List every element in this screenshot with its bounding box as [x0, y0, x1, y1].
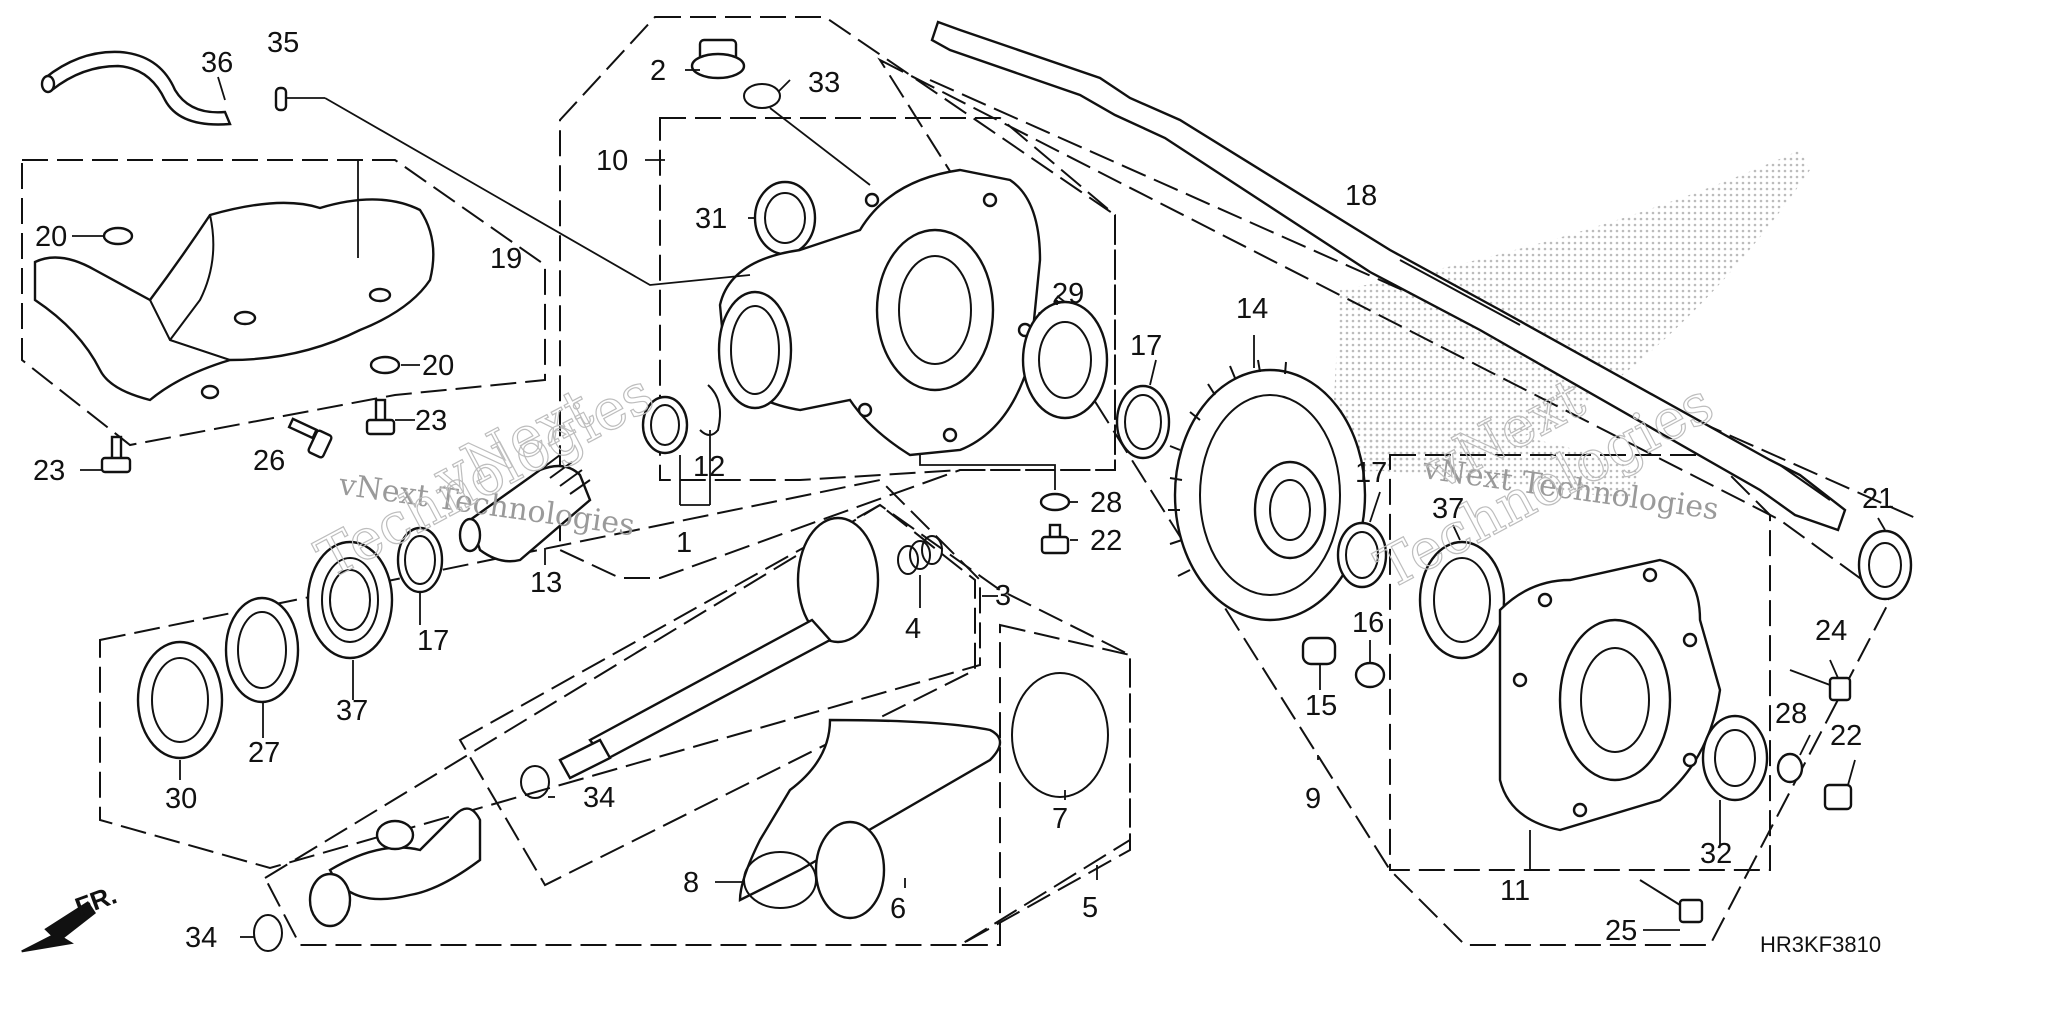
part-19-skid-plate: [33, 198, 435, 402]
part-29-bearing: [1021, 300, 1109, 420]
callout-8: 8: [683, 867, 699, 899]
callout-30: 30: [165, 783, 197, 815]
callout-4: 4: [905, 613, 921, 645]
callout-7: 7: [1052, 803, 1068, 835]
callout-1: 1: [676, 527, 692, 559]
callout-19: 19: [490, 243, 522, 275]
callout-23-left: 23: [33, 455, 65, 487]
front-direction-arrow: FR.: [21, 879, 121, 953]
callout-10: 10: [596, 145, 628, 177]
callout-2: 2: [650, 55, 666, 87]
callout-32: 32: [1700, 838, 1732, 870]
part-3-propeller-shaft: [558, 516, 880, 780]
callout-36: 36: [201, 47, 233, 79]
callout-labels: 36 35 20 19 20 23 23 26 2 33 10 31 29 17…: [33, 27, 1894, 954]
callout-17-top: 17: [1130, 330, 1162, 362]
callout-3: 3: [995, 580, 1011, 612]
callout-26: 26: [253, 445, 285, 477]
part-22-bolt-right: [1823, 783, 1853, 811]
callout-34-lower: 34: [185, 922, 217, 954]
callout-5: 5: [1082, 892, 1098, 924]
part-36-breather-hose: [40, 50, 232, 126]
part-1-needle-bearing: [641, 395, 689, 455]
callout-29: 29: [1052, 278, 1084, 310]
part-18-drive-shaft: [930, 20, 1847, 532]
part-12-circlip: [699, 384, 721, 436]
callout-9: 9: [1305, 783, 1321, 815]
front-label: FR.: [71, 879, 121, 922]
part-34-o-ring-upper: [520, 765, 550, 799]
callout-18: 18: [1345, 180, 1377, 212]
callout-34-upper: 34: [583, 782, 615, 814]
callout-37-left: 37: [336, 695, 368, 727]
part-22-bolt: [1040, 523, 1070, 555]
part-32-oil-seal: [1701, 714, 1769, 802]
part-16-washer: [1354, 661, 1386, 689]
callout-13: 13: [530, 567, 562, 599]
part-5-universal-joint: [308, 807, 482, 928]
callout-22-right: 22: [1830, 720, 1862, 752]
callout-22-upper: 22: [1090, 525, 1122, 557]
part-6-boot: [738, 718, 1002, 920]
callout-37-right: 37: [1432, 493, 1464, 525]
part-17-shim-middle: [1115, 384, 1171, 460]
part-37-bearing-right: [1418, 540, 1506, 660]
part-26-bolt: [287, 417, 333, 459]
part-28-washer: [1039, 492, 1071, 512]
part-7-boot-band: [1011, 672, 1109, 798]
callout-24: 24: [1815, 615, 1847, 647]
callout-15: 15: [1305, 690, 1337, 722]
part-35-clip: [274, 86, 288, 112]
halftone-watermark: [1330, 150, 1810, 500]
leader-lines: [72, 69, 1886, 938]
part-13-pinion-gear: [458, 454, 592, 563]
callout-14: 14: [1236, 293, 1268, 325]
part-28-washer-right: [1776, 752, 1804, 784]
part-24-bolt: [1789, 669, 1852, 702]
part-37-bearing-left: [306, 540, 394, 660]
callout-27: 27: [248, 737, 280, 769]
part-4-spring: [897, 535, 943, 575]
callout-20-upper: 20: [35, 221, 67, 253]
callout-17-left: 17: [417, 625, 449, 657]
part-15-dowel-pin: [1301, 636, 1337, 666]
part-30-oil-seal: [136, 640, 224, 760]
callout-11: 11: [1500, 875, 1530, 907]
part-8-boot-band: [743, 851, 817, 909]
callout-33: 33: [808, 67, 840, 99]
callout-31: 31: [695, 203, 727, 235]
callout-25: 25: [1605, 915, 1637, 947]
part-31-oil-seal: [753, 180, 817, 256]
callout-21: 21: [1862, 483, 1894, 515]
callout-28-right: 28: [1775, 698, 1807, 730]
part-21-oil-seal: [1857, 529, 1913, 601]
diagram-code: HR3KF3810: [1760, 932, 1881, 957]
part-27-lock-nut: [224, 596, 300, 704]
callout-35: 35: [267, 27, 299, 59]
callout-12: 12: [693, 451, 725, 483]
part-14-ring-gear: [1168, 359, 1367, 622]
part-34-o-ring-lower: [253, 914, 283, 952]
part-2-filler-cap: [690, 38, 746, 80]
callout-23-right: 23: [415, 405, 447, 437]
callout-28-upper: 28: [1090, 487, 1122, 519]
callout-20-lower: 20: [422, 350, 454, 382]
part-25-bolt: [1639, 879, 1704, 924]
part-11-gear-case-cover: [1498, 558, 1722, 832]
callout-6: 6: [890, 893, 906, 925]
part-17-shim-right: [1336, 521, 1388, 589]
part-10-final-gear-case: [717, 168, 1042, 457]
part-33-o-ring: [743, 83, 781, 109]
part-23-bolts: [100, 398, 396, 474]
callout-16: 16: [1352, 607, 1384, 639]
callout-17-right: 17: [1355, 457, 1387, 489]
